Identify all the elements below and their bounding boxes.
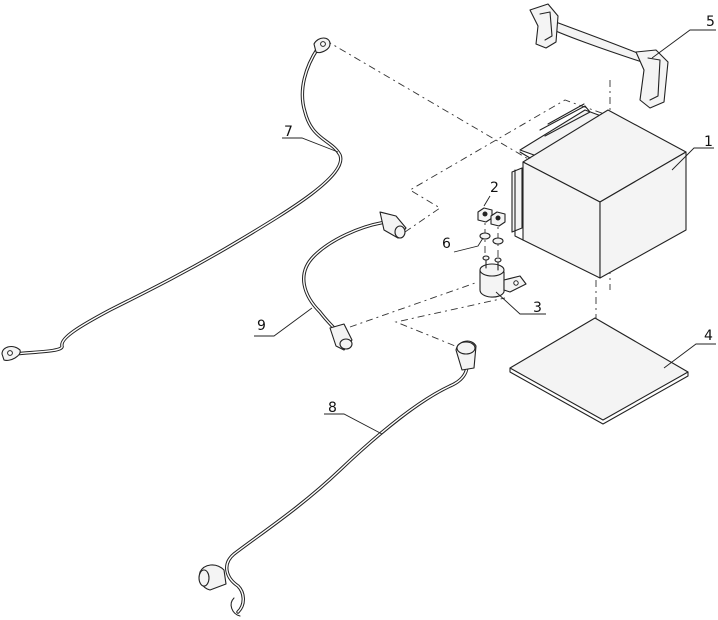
leader-6 <box>453 237 484 253</box>
pad-top <box>509 317 689 421</box>
leader-lines <box>254 29 716 435</box>
callout-cable-7: 7 <box>284 124 293 140</box>
leader-5 <box>651 29 716 59</box>
battery-side <box>599 151 687 279</box>
callout-battery: 1 <box>704 134 713 150</box>
battery <box>511 103 687 279</box>
hold-down-strap <box>529 3 669 109</box>
leader-2 <box>483 195 491 207</box>
assembly-line-cable9-to-battery <box>404 99 611 233</box>
assembly-line-cable8-to-solenoid <box>394 297 506 353</box>
leader-4 <box>663 343 716 369</box>
assembly-line-cable9-to-solenoid <box>349 281 479 328</box>
callout-cable-9: 9 <box>257 318 266 334</box>
callout-solenoid: 3 <box>533 300 542 316</box>
washer-left <box>479 232 491 240</box>
washer-right <box>492 237 504 245</box>
assembly-line-cable7-to-battery <box>324 39 531 161</box>
callout-hold-down-strap: 5 <box>706 14 715 30</box>
callout-nut: 2 <box>490 180 499 196</box>
callout-cable-8: 8 <box>328 400 337 416</box>
leader-1 <box>671 147 714 171</box>
leader-8 <box>324 413 383 435</box>
cable-7 <box>1 37 343 361</box>
leader-3 <box>495 291 546 315</box>
nuts <box>477 207 506 227</box>
cable-8 <box>198 340 477 617</box>
solenoid <box>479 255 527 298</box>
callout-washer: 6 <box>442 236 451 252</box>
leader-9 <box>254 307 313 337</box>
solenoid-body <box>479 269 505 298</box>
battery-pad <box>509 317 689 425</box>
strap-left-hook <box>529 3 559 49</box>
callout-labels: 1 2 3 4 5 6 7 8 9 <box>257 14 715 416</box>
callout-battery-pad: 4 <box>704 328 713 344</box>
washers <box>479 232 504 245</box>
leader-7 <box>282 137 339 153</box>
cable-9 <box>302 211 407 351</box>
